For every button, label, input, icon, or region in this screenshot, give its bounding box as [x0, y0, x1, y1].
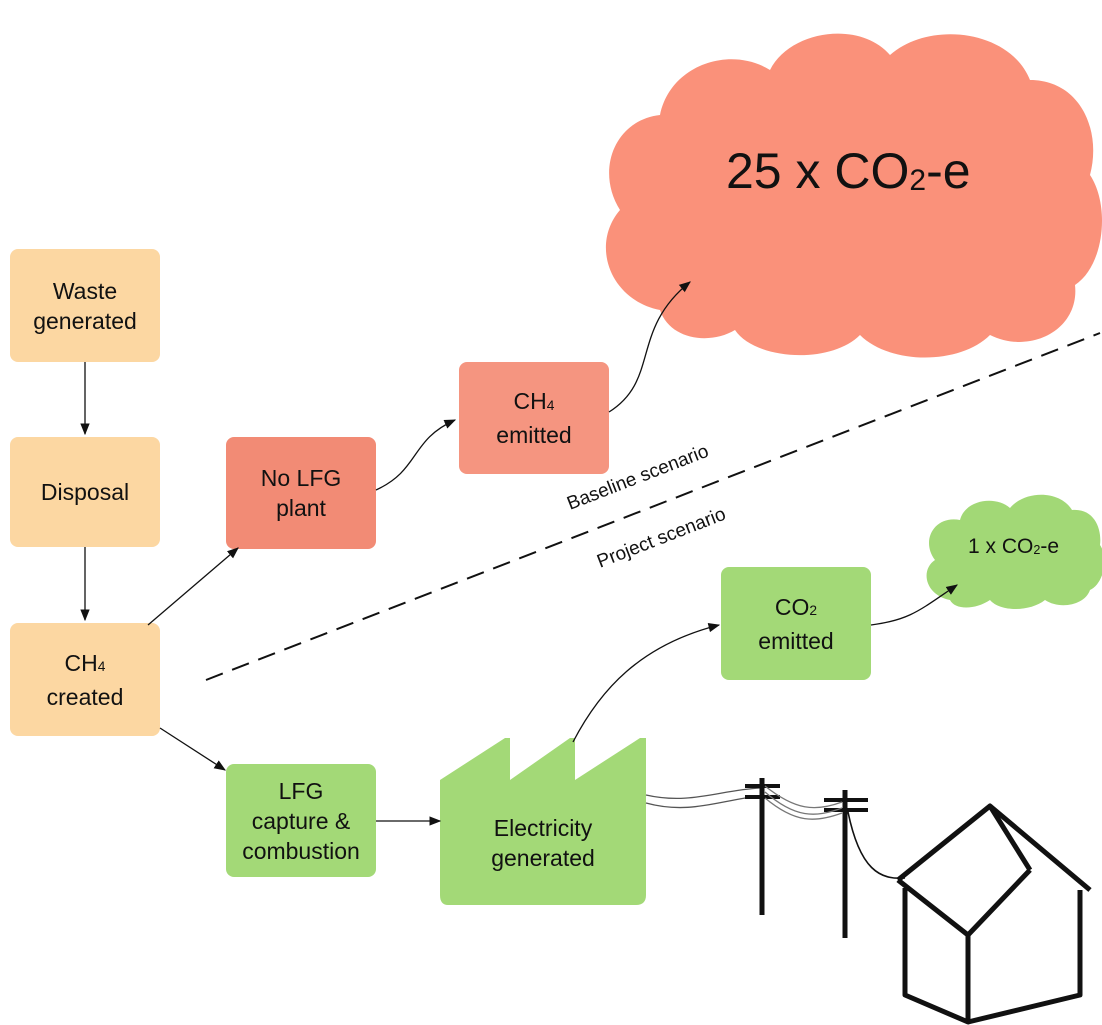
label-ch4-emitted: CH4 emitted — [459, 362, 609, 474]
label-electricity-generated: Electricity generated — [440, 795, 646, 890]
box-co2-emitted — [721, 567, 871, 680]
ch4-created-formula: CH — [64, 649, 98, 676]
powerline-house-illustration — [645, 772, 1095, 1025]
label-waste-generated: Waste generated — [10, 249, 160, 362]
lfg-capture-line1: LFG — [278, 777, 324, 804]
co2-emitted-line2: emitted — [758, 627, 834, 654]
lfg-capture-line3: combustion — [242, 837, 360, 864]
project-cloud-prefix: 1 x CO — [968, 535, 1034, 558]
factory-shape — [440, 738, 646, 905]
box-waste-generated — [10, 249, 160, 362]
baseline-cloud-prefix: 25 x CO — [726, 143, 910, 199]
label-ch4-created: CH4 created — [10, 623, 160, 736]
arrow-ch4emitted-to-cloud — [608, 281, 691, 413]
project-cloud-suffix: -e — [1040, 535, 1060, 558]
arrow-nolfg-to-ch4emitted — [375, 419, 457, 491]
arrow-co2-to-cloud — [870, 584, 958, 626]
no-lfg-plant-line1: No LFG — [260, 465, 342, 491]
co2-emitted-subscript: 2 — [809, 603, 818, 619]
ch4-emitted-formula: CH — [513, 388, 547, 414]
project-emissions-cloud — [926, 494, 1102, 609]
box-ch4-created — [10, 623, 160, 736]
no-lfg-plant-line2: plant — [276, 495, 326, 521]
electricity-line1: Electricity — [493, 814, 593, 841]
box-ch4-emitted — [459, 362, 609, 474]
electricity-line2: generated — [491, 844, 595, 871]
baseline-cloud-label: 25 x CO2-e — [726, 142, 971, 200]
label-no-lfg-plant: No LFG plant — [226, 437, 376, 549]
ch4-created-subscript: 4 — [97, 659, 106, 675]
project-cloud-subscript: 2 — [1033, 542, 1041, 557]
label-co2-emitted: CO2 emitted — [721, 567, 871, 680]
waste-generated-line1: Waste — [52, 277, 118, 304]
scenario-divider — [205, 332, 1101, 681]
label-lfg-capture: LFG capture & combustion — [226, 764, 376, 877]
ch4-emitted-subscript: 4 — [546, 397, 555, 413]
project-cloud-label: 1 x CO2-e — [968, 535, 1059, 559]
box-no-lfg-plant — [226, 437, 376, 549]
ch4-emitted-line2: emitted — [496, 422, 572, 448]
baseline-emissions-cloud — [605, 33, 1102, 358]
lfg-capture-line2: capture & — [251, 807, 351, 834]
project-scenario-label: Project scenario — [594, 504, 729, 573]
arrow-ch4-to-nolfg — [147, 547, 239, 626]
co2-emitted-formula: CO — [774, 593, 810, 620]
label-disposal: Disposal — [10, 437, 160, 547]
ch4-emitted-line1: CH4 — [514, 386, 555, 420]
box-lfg-capture — [226, 764, 376, 877]
ch4-created-line2: created — [46, 683, 124, 710]
box-disposal — [10, 437, 160, 547]
co2-emitted-line1: CO2 — [775, 592, 817, 626]
waste-generated-line2: generated — [33, 307, 137, 334]
ch4-created-line1: CH4 — [65, 648, 106, 682]
arrow-electricity-to-co2 — [572, 623, 721, 743]
baseline-cloud-subscript: 2 — [909, 163, 927, 197]
arrow-ch4-to-lfg — [159, 727, 226, 771]
disposal-line1: Disposal — [40, 479, 130, 505]
baseline-cloud-suffix: -e — [926, 143, 971, 199]
